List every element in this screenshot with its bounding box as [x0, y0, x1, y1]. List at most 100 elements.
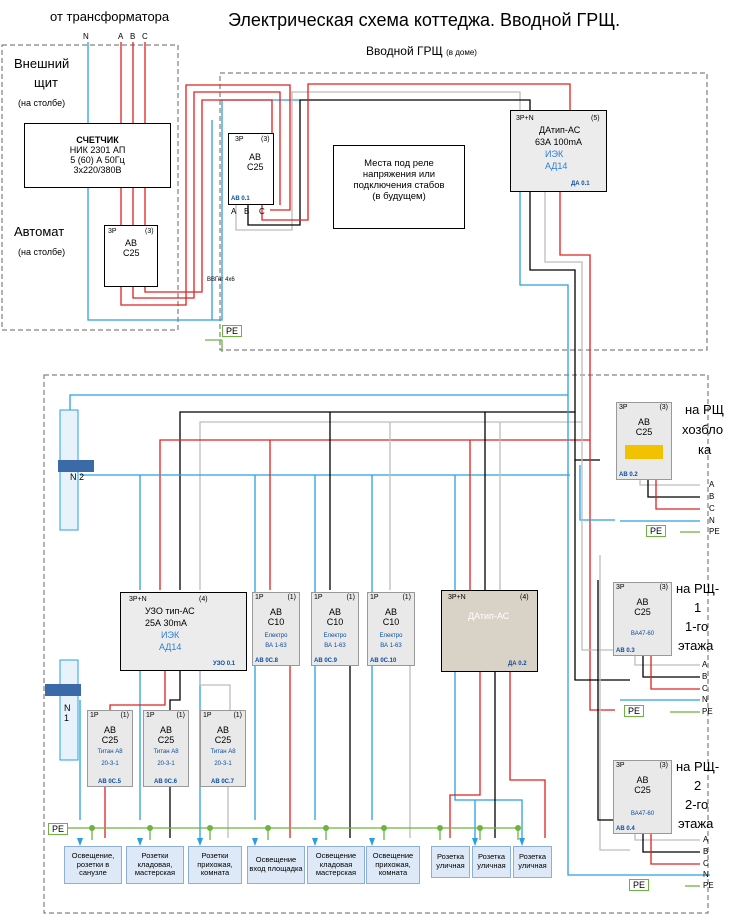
- brk8-rating: С10: [267, 617, 285, 627]
- da02-poles: 3Р+N: [448, 594, 466, 601]
- diff-breaker-da-0-2: 3Р+N (4) ДАтип-АС ДА 0.2: [441, 590, 538, 672]
- dest-3-line-2: 2: [694, 778, 702, 793]
- dest-3-line-3: 2-го: [685, 797, 709, 812]
- load-5: Освещение кладовая мастерская: [307, 846, 365, 884]
- brk6-poles: 1Р: [146, 712, 155, 719]
- breaker-av-0c-8: 1Р (1) АВ С10 Електро ВА 1-63 АВ 0С.8: [252, 592, 300, 666]
- meter-line-3: 5 (60) А 50Гц: [70, 155, 125, 165]
- da01-count: (5): [591, 115, 600, 122]
- brk6-rating: С25: [157, 735, 175, 745]
- brk9-sub: Електро: [323, 633, 347, 639]
- relay-line-2: напряжения или: [362, 169, 436, 180]
- dest-2-line-1: на РЩ-: [676, 581, 720, 596]
- cable-note: ВВГнг 4х6: [207, 277, 235, 283]
- brk10-tag: АВ 0С.10: [370, 658, 397, 664]
- grsh-title: Вводной ГРЩ (в доме): [366, 44, 477, 59]
- av03-name: АВ: [636, 597, 649, 607]
- brk7-tag: АВ 0С.7: [211, 779, 235, 785]
- page-title: Электрическая схема коттеджа. Вводной ГР…: [228, 10, 621, 30]
- dest-3-line-1: на РЩ-: [676, 759, 720, 774]
- av03-count: (3): [659, 584, 668, 591]
- pole-breaker-name: АВ: [125, 238, 138, 248]
- incoming-lines: [87, 42, 571, 352]
- load-2: Розетки кладовая, мастерская: [126, 846, 184, 884]
- brk10-sub: Електро: [379, 633, 403, 639]
- brk10-rating: С10: [382, 617, 400, 627]
- da02-tag: ДА 0.2: [508, 661, 527, 667]
- right-output-lines: [620, 472, 700, 887]
- relay-place-box: Места под реле напряжения или подключени…: [333, 145, 465, 229]
- av01-name: АВ: [249, 152, 262, 162]
- load-1: Освещение, розетки в санузле: [64, 846, 122, 884]
- av01-poles: 3Р: [235, 136, 244, 143]
- external-panel-title-2: щит: [34, 75, 58, 90]
- out3-n: N: [703, 870, 709, 879]
- pe-label-out-3: PE: [629, 879, 650, 891]
- dest-1-line-1: на РЩ: [685, 402, 724, 417]
- av04-sub: ВА47-60: [630, 811, 655, 817]
- av01-count: (3): [261, 136, 270, 143]
- dest-1-line-2: хозбло: [682, 422, 724, 437]
- da01-model: АД14: [545, 161, 568, 171]
- grsh-title-text: Вводной ГРЩ: [366, 44, 443, 58]
- breaker-av-0c-10: 1Р (1) АВ С10 Електро ВА 1-63 АВ 0С.10: [367, 592, 415, 666]
- out2-n: N: [702, 695, 708, 704]
- brk5-tag: АВ 0С.5: [98, 779, 122, 785]
- main-bus-lines: [69, 192, 710, 876]
- meter-box: СЧЕТЧИК НИК 2301 АП 5 (60) А 50Гц 3х220/…: [24, 123, 171, 188]
- pe-label-main: PE: [222, 325, 243, 337]
- brk7-rating: С25: [214, 735, 232, 745]
- brk9-rating: С10: [326, 617, 344, 627]
- brk9-model: ВА 1-63: [324, 643, 346, 649]
- av02-count: (3): [659, 404, 668, 411]
- av01-tag: АВ 0.1: [231, 196, 250, 202]
- external-panel-note: (на столбе): [18, 98, 66, 108]
- brk8-model: ВА 1-63: [265, 643, 287, 649]
- da01-maker: ИЭК: [545, 149, 564, 159]
- brk5-name: АВ: [103, 725, 116, 735]
- pe-dots: [89, 825, 521, 831]
- av01-rating: С25: [247, 162, 264, 172]
- da01-tag: ДА 0.1: [571, 181, 590, 187]
- brk7-sub: Титан А8: [210, 749, 236, 755]
- phase-label-n: N: [83, 32, 89, 41]
- av04-name: АВ: [636, 775, 649, 785]
- load-9: Розетка уличная: [513, 846, 552, 878]
- av04-poles: 3Р: [616, 762, 625, 769]
- brk10-model: ВА 1-63: [380, 643, 402, 649]
- out2-a: A: [702, 660, 708, 669]
- uzo-0-1: 3Р+N (4) УЗО тип-АС 25А 30mA ИЭК АД14 УЗ…: [120, 592, 247, 671]
- brk7-poles: 1Р: [203, 712, 212, 719]
- brk5-rating: С25: [101, 735, 119, 745]
- av03-rating: С25: [634, 607, 651, 617]
- brk6-sub: Титан А8: [153, 749, 179, 755]
- pole-breaker-count: (3): [145, 228, 154, 235]
- brk7-name: АВ: [216, 725, 229, 735]
- av02-tag: АВ 0.2: [619, 472, 638, 478]
- out3-pe: PE: [703, 881, 714, 890]
- load-4: Освещение вход площадка: [247, 846, 305, 884]
- breaker-av-0-2: 3Р (3) АВ С25 АВ 0.2: [616, 402, 672, 480]
- brk8-name: АВ: [269, 607, 282, 617]
- out1-b: B: [709, 492, 715, 501]
- phase-label-c: C: [142, 32, 148, 41]
- uzo-name: УЗО тип-АС: [145, 606, 195, 616]
- load-arrows: [77, 838, 525, 846]
- automat-label: Автомат: [14, 224, 65, 239]
- relay-line-4: (в будущем): [372, 191, 426, 202]
- breaker-av-0-4: 3Р (3) АВ С25 ВА47-60 АВ 0.4: [613, 760, 672, 834]
- brk7-model: 20-3-1: [214, 761, 232, 767]
- out1-n: N: [709, 516, 715, 525]
- brk10-poles: 1Р: [370, 594, 379, 601]
- out1-c: C: [709, 504, 715, 513]
- av04-rating: С25: [634, 785, 651, 795]
- av01-label-c: C: [259, 207, 265, 216]
- diff-breaker-da-0-1: 3Р+N (5) ДАтип-АС 63А 100mA ИЭК АД14 ДА …: [510, 110, 607, 192]
- brk7-count: (1): [233, 712, 242, 719]
- uzo-rating: 25А 30mA: [145, 618, 188, 628]
- neutral-busbar-1-terminals: [45, 684, 81, 696]
- out3-b: B: [703, 847, 709, 856]
- brk10-count: (1): [402, 594, 411, 601]
- grsh-frame: [219, 72, 708, 351]
